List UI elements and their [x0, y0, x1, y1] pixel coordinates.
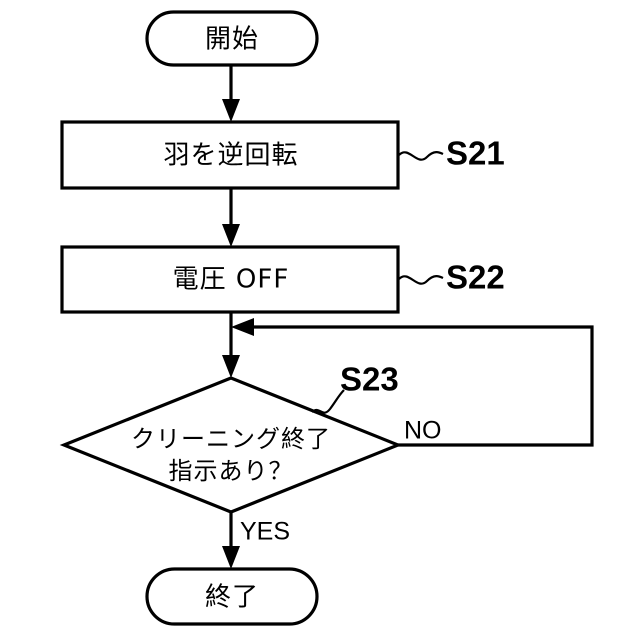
node-decision-label-line2: 指示あり？ [169, 457, 294, 485]
step-label-s21: S21 [446, 135, 505, 172]
arrowhead-step2-to-decision [222, 355, 240, 378]
node-step1-label: 羽を逆回転 [163, 141, 298, 171]
arrowhead-decision-to-end [222, 546, 240, 569]
branch-label-yes: YES [240, 518, 290, 546]
step-label-s22: S22 [446, 259, 505, 296]
node-end-label: 終了 [205, 583, 259, 613]
node-step1 [60, 120, 400, 190]
leader-line-s23 [311, 389, 345, 414]
branch-label-no: NO [404, 417, 442, 445]
leader-line-s21 [398, 151, 444, 161]
node-step2 [60, 245, 400, 314]
node-start [145, 10, 319, 67]
node-start-label: 開始 [205, 25, 259, 55]
node-step2-label: 電圧 OFF [173, 265, 290, 295]
arrowhead-no-feedback-loop [231, 318, 254, 336]
step-label-s23: S23 [340, 361, 399, 398]
arrowhead-start-to-step1 [222, 99, 240, 122]
node-decision-label-line1: クリーニング終了 [131, 425, 331, 453]
connector-no-feedback-loop [247, 325, 594, 447]
node-end [145, 567, 319, 626]
leader-line-s22 [398, 275, 444, 285]
arrowhead-step1-to-step2 [222, 224, 240, 247]
